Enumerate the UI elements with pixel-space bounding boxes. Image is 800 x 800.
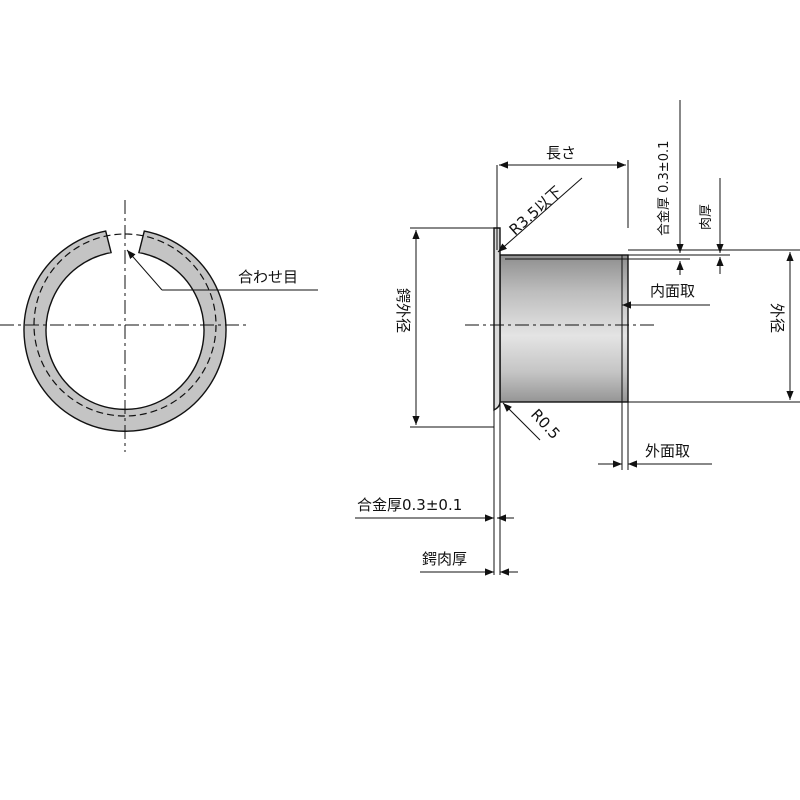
seam-leader — [126, 249, 163, 291]
corner-radius-leader — [502, 402, 541, 441]
split-ring-body — [23, 230, 227, 432]
wall-thickness-label: 肉厚 — [699, 204, 714, 230]
alloy-thickness-bottom-label: 合金厚0.3±0.1 — [357, 496, 462, 514]
flange-thickness-label: 鍔肉厚 — [422, 550, 467, 568]
seam-label: 合わせ目 — [238, 268, 298, 286]
outer-diameter-label: 外径 — [768, 303, 786, 333]
front-view: 合わせ目 — [0, 200, 318, 452]
side-view: 長さ R3.5以下 鍔外径 外径 合金厚 0.3±0.1 肉厚 内面取 R0.5… — [355, 100, 800, 576]
length-label: 長さ — [546, 144, 576, 162]
flange-outer-diameter-label: 鍔外径 — [394, 288, 412, 333]
flange-radius-leader — [497, 177, 583, 253]
flange-radius-label: R3.5以下 — [506, 183, 566, 239]
flange — [493, 227, 501, 412]
alloy-thickness-top-label: 合金厚 0.3±0.1 — [656, 141, 672, 236]
outer-chamfer-label: 外面取 — [645, 442, 690, 460]
corner-radius-label: R0.5 — [527, 405, 564, 442]
bushing-body — [499, 254, 629, 403]
hidden-line-circle — [33, 233, 217, 417]
inner-chamfer-label: 内面取 — [650, 282, 695, 300]
